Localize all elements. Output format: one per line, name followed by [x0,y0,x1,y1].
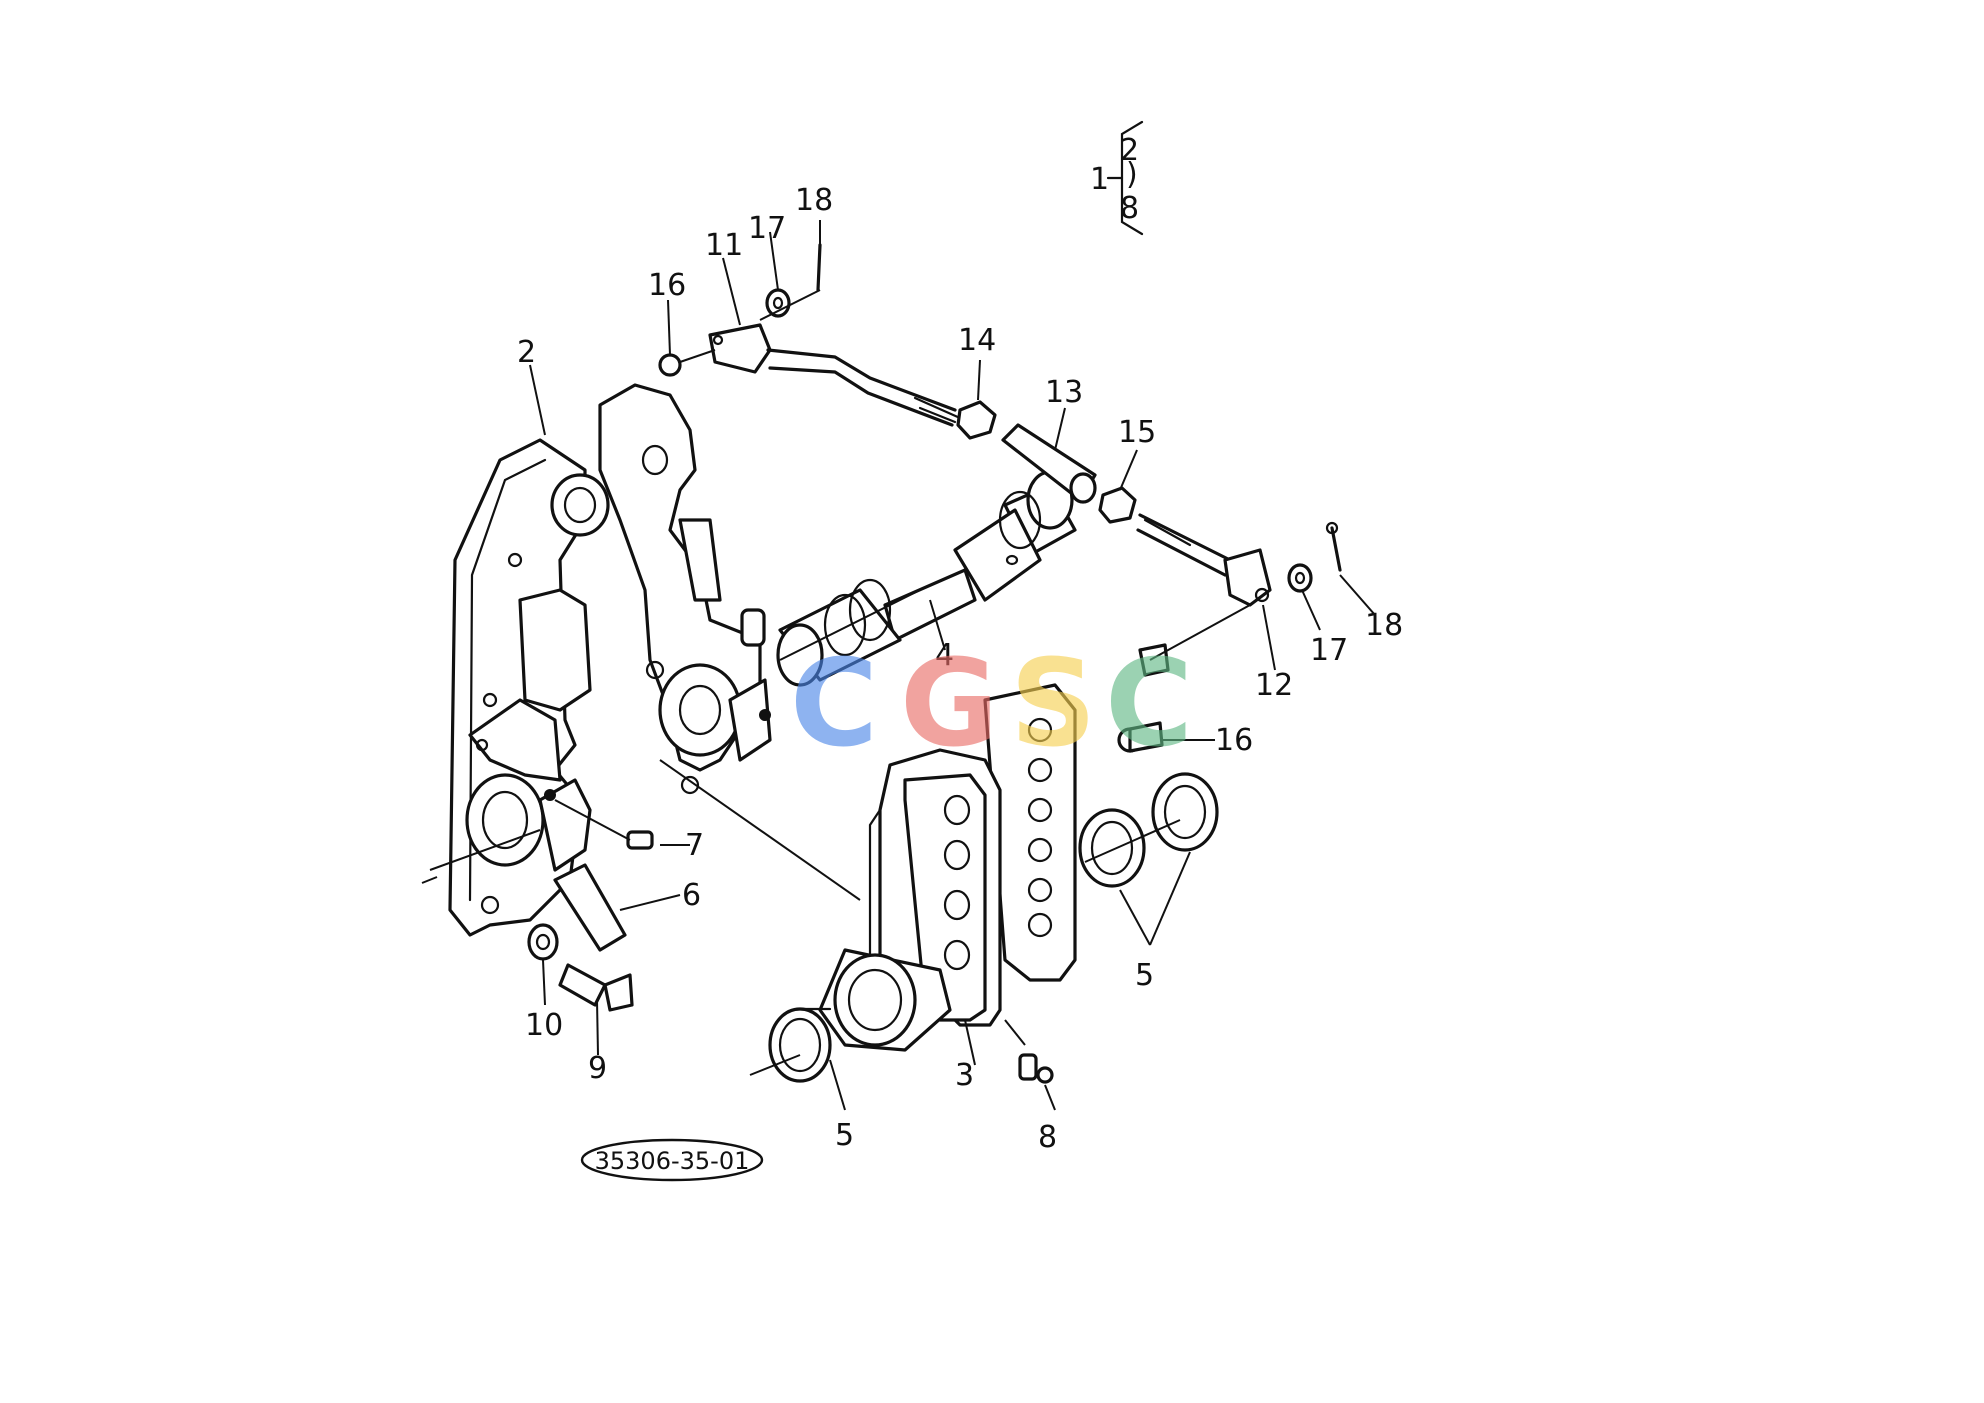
part-8-grease-nipple [1004,1019,1054,1084]
part-18-split-pin-top [759,243,822,321]
callout-7: 7 [685,828,704,863]
part-7-grease-nipple [554,799,654,850]
bracket-dash: ) [1126,157,1138,192]
part-5-bushes [749,772,1219,1083]
callout-13: 13 [1045,375,1083,410]
callout-18-right: 18 [1365,608,1403,643]
watermark-letter-2: G [900,635,999,774]
callout-6: 6 [682,878,701,913]
callout-16-top: 16 [648,268,686,303]
part-4-shaft [776,470,1077,687]
lever-arm [598,383,772,795]
part-10-washer [527,923,559,961]
part-14-nut [956,400,997,440]
part-15-nut [1098,486,1137,524]
callout-17-right: 17 [1310,633,1348,668]
callout-14: 14 [958,323,996,358]
part-13-turnbuckle [1001,423,1097,504]
callout-17-top: 17 [748,211,786,246]
watermark-letter-1: C [790,635,878,774]
callout-labels: 2 3 4 5 5 6 7 8 9 10 11 12 13 14 15 16 1… [517,183,1403,1155]
callout-10: 10 [525,1008,563,1043]
callout-2: 2 [517,335,536,370]
watermark-logo: C G S C [790,635,1193,774]
part-9-bolt [558,963,634,1012]
callout-9: 9 [588,1051,607,1086]
callout-8: 8 [1038,1120,1057,1155]
callout-16-right: 16 [1215,723,1253,758]
part-11-clevis-rod [708,323,962,427]
callout-18-top: 18 [795,183,833,218]
bracket-bottom-number: 8 [1120,191,1139,226]
watermark-letter-3: S [1010,635,1096,774]
callout-3: 3 [955,1058,974,1093]
reference-code: 35306-35-01 [595,1147,750,1175]
callout-12: 12 [1255,668,1293,703]
reference-code-badge: 35306-35-01 [580,1138,764,1182]
part-6-pin [553,863,627,952]
watermark-letter-4: C [1105,635,1193,774]
part-16-pin-top [658,349,716,377]
part-3-adjuster-bracket [659,683,1077,1052]
assembly-bracket: 1 2 ) 8 [1090,120,1144,236]
bracket-main-number: 1 [1090,162,1109,197]
leader-lines [529,220,1376,1111]
bracket-top-number: 2 [1120,133,1139,168]
part-17-washer-right [1287,563,1313,593]
callout-5-left: 5 [835,1118,854,1153]
part-18-split-pin-right [1325,521,1342,572]
part-17-washer-top [765,288,791,318]
part-12-clevis-rod [1136,513,1272,607]
callout-4: 4 [935,638,954,673]
part-16-pin-right [1117,604,1251,753]
callout-5-right: 5 [1135,958,1154,993]
callout-11: 11 [705,228,743,263]
part-2-mounting-plate [421,438,610,937]
callout-15: 15 [1118,415,1156,450]
